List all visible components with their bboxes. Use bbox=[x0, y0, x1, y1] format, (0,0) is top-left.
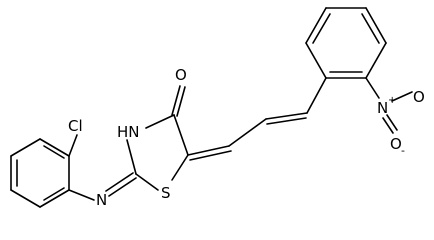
atom-carbonyl-oxygen: O bbox=[175, 66, 187, 84]
nitro-negative-charge: - bbox=[401, 144, 405, 157]
bond-n-c2-double-b bbox=[105, 172, 134, 192]
bond-n-o-top bbox=[391, 91, 413, 102]
atom-ring-nh: HN bbox=[117, 123, 140, 141]
bond-n-c2-double-a bbox=[108, 177, 137, 197]
chlorophenyl-ring bbox=[10, 138, 70, 208]
atom-nitro-nitrogen: N bbox=[377, 99, 388, 117]
bond-chain-aryl bbox=[306, 77, 327, 114]
bond-n-o-bottom-b bbox=[386, 114, 398, 131]
atom-nitro-oxygen-bottom: O bbox=[390, 135, 402, 153]
molecule-drawing: Cl N HN S O N + O O - bbox=[10, 7, 425, 209]
bond-aryl-n bbox=[68, 189, 95, 201]
bond-c5-chain-double-a bbox=[187, 145, 230, 156]
nitrophenyl-ring bbox=[305, 7, 387, 79]
bond-n-o-bottom-a bbox=[382, 117, 394, 134]
atom-ring-sulfur: S bbox=[161, 184, 171, 202]
atom-chlorine: Cl bbox=[68, 117, 83, 135]
bond-chain-double-a bbox=[265, 112, 308, 120]
bond-chain-double-b bbox=[266, 117, 307, 125]
bond-c-o-double-a bbox=[171, 85, 181, 116]
atom-nitro-oxygen-top: O bbox=[413, 88, 425, 106]
bond-aryl-nitro bbox=[365, 77, 380, 99]
bond-c5-chain-double-b bbox=[189, 150, 232, 161]
atom-imine-nitrogen: N bbox=[96, 191, 107, 209]
bond-c-o-double-b bbox=[176, 86, 186, 117]
bond-c-cl bbox=[68, 134, 78, 157]
bond-chain-single bbox=[228, 118, 267, 147]
thiazolidinone-ring bbox=[126, 114, 189, 191]
structure-canvas: Cl N HN S O N + O O - bbox=[10, 7, 425, 209]
